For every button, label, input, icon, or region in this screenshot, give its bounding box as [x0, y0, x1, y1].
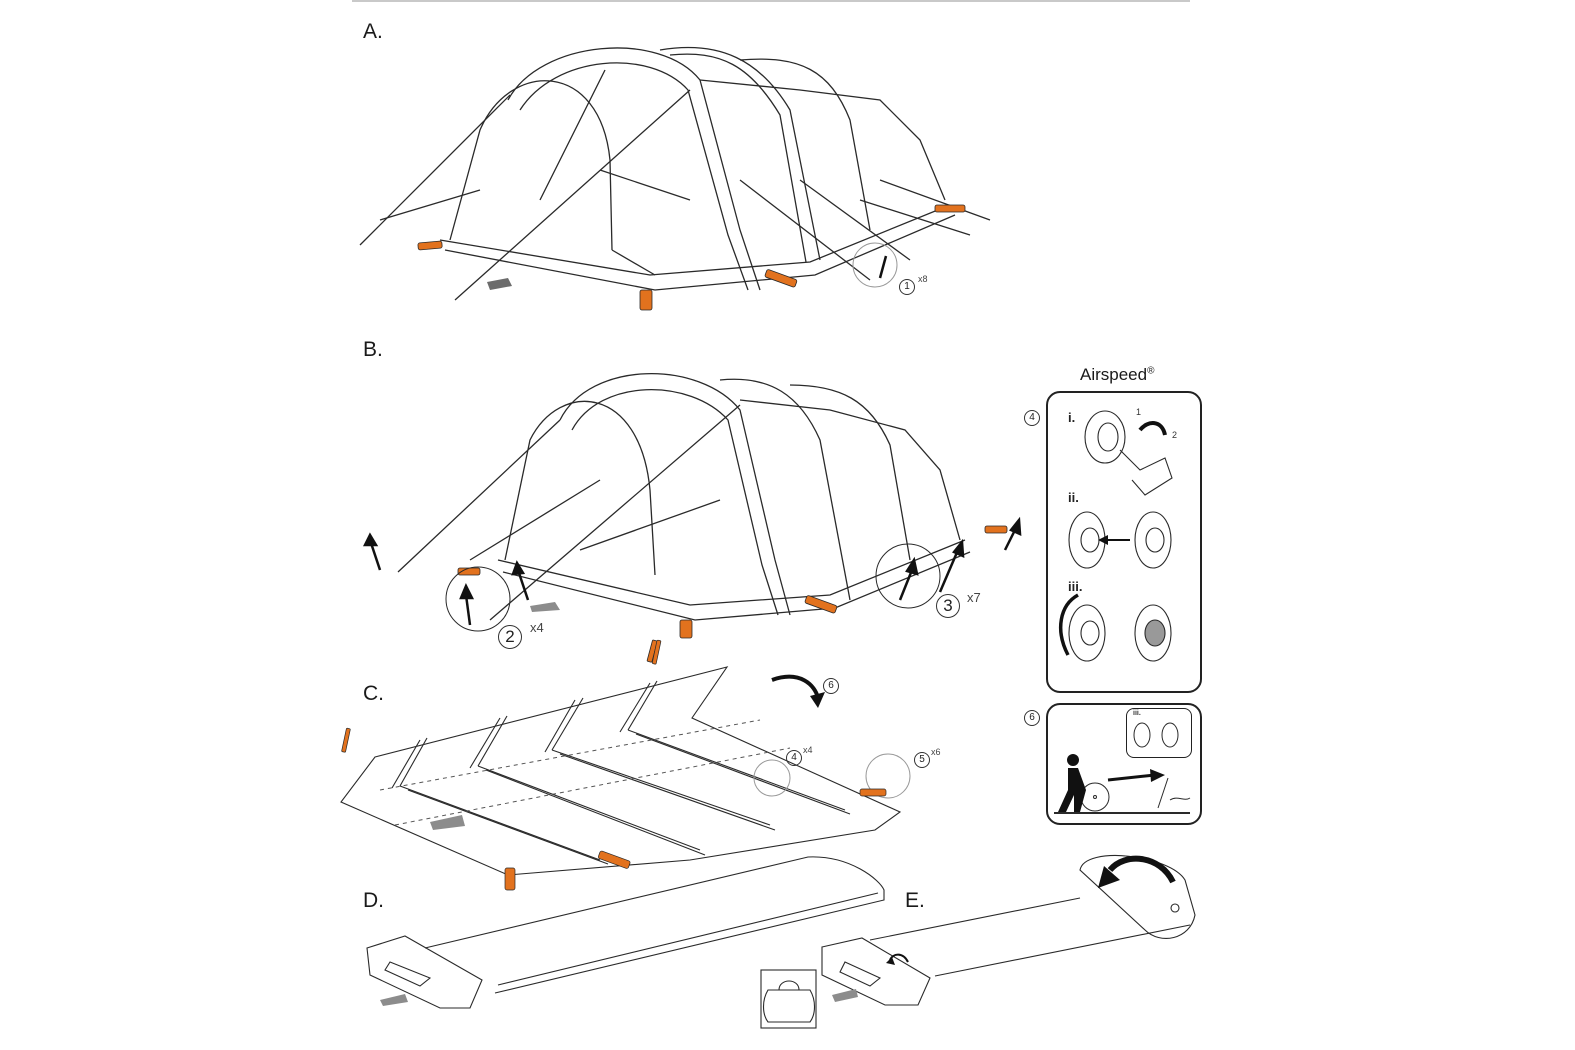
multiplier-x8: x8 [918, 274, 928, 284]
step-label-c: C. [363, 682, 384, 705]
substep-iii: iii. [1068, 579, 1083, 594]
substep-ii: ii. [1068, 490, 1079, 505]
multiplier-x4-folded: x4 [803, 745, 813, 755]
multiplier-x4: x4 [530, 620, 544, 635]
airspeed-title: Airspeed® [1080, 365, 1154, 385]
airspeed-title-text: Airspeed [1080, 365, 1148, 384]
substep-i: i. [1068, 410, 1076, 425]
rotate-step-2: 2 [1172, 430, 1178, 440]
step-label-e: E. [905, 889, 925, 912]
multiplier-x6: x6 [931, 747, 941, 757]
step-badge-5: 5 [914, 752, 930, 768]
step-label-a: A. [363, 20, 383, 43]
inset-substep-label: iii. [1133, 710, 1141, 717]
panel-badge-4: 4 [1024, 410, 1040, 426]
airspeed-valve-panel [1046, 391, 1202, 693]
step-badge-4-folded: 4 [786, 750, 802, 766]
panel-badge-6: 6 [1024, 710, 1040, 726]
step-badge-1: 1 [899, 279, 915, 295]
top-divider [352, 0, 1190, 2]
step-label-b: B. [363, 338, 383, 361]
step-label-d: D. [363, 889, 384, 912]
rotate-step-1: 1 [1136, 407, 1142, 417]
step-badge-6-pointer: 6 [823, 678, 839, 694]
trademark-symbol: ® [1147, 365, 1155, 377]
deflate-inset [1126, 708, 1192, 758]
step-badge-3: 3 [936, 594, 960, 618]
multiplier-x7: x7 [967, 590, 981, 605]
step-badge-2: 2 [498, 625, 522, 649]
